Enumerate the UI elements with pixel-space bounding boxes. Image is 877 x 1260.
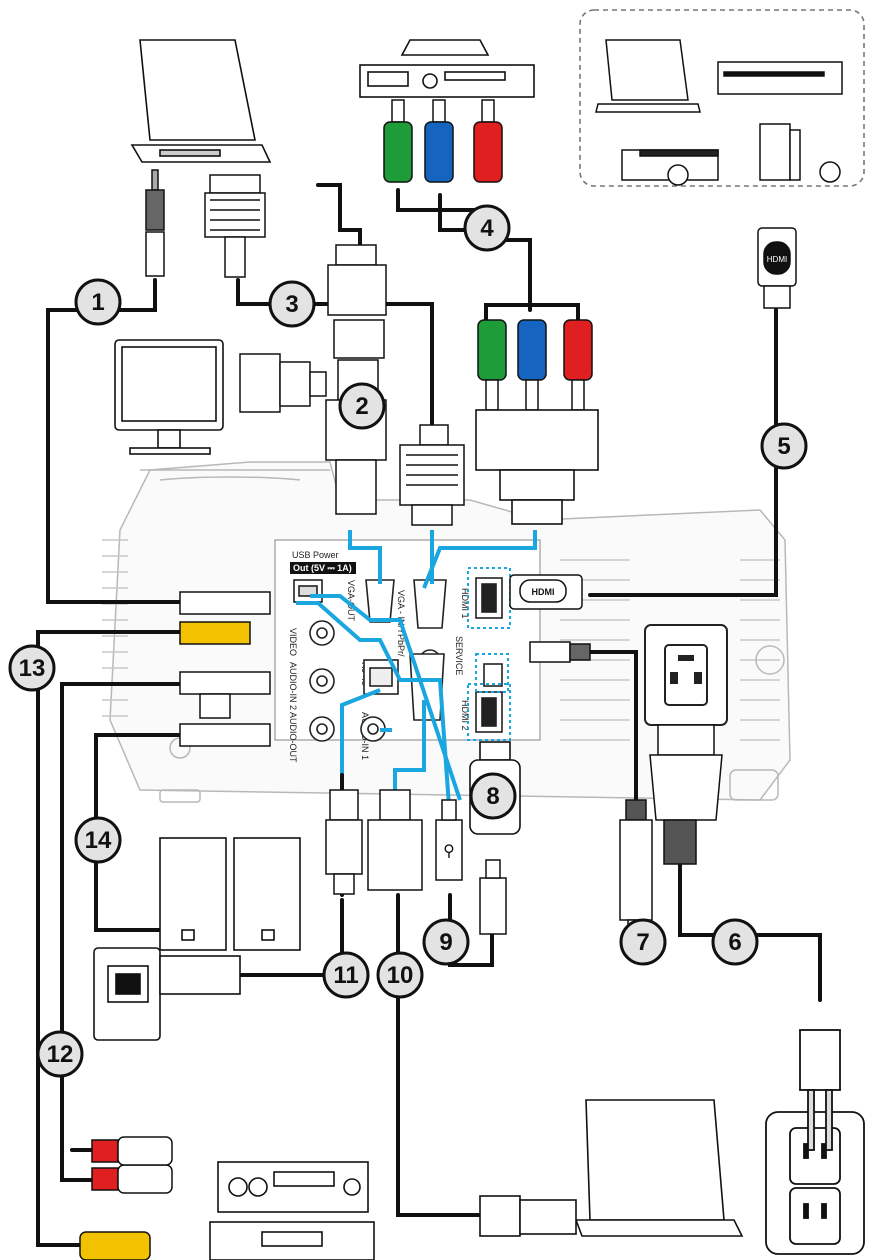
playstation-console <box>759 123 791 181</box>
plugs-at-projector-left <box>179 591 271 747</box>
callout-number: 12 <box>47 1041 74 1068</box>
mini-usb-plug <box>529 641 591 663</box>
rca-audio-12 <box>91 1136 173 1194</box>
callout-circle <box>74 816 122 864</box>
audio-plug-1 <box>145 169 165 277</box>
cable-5 <box>588 308 778 597</box>
laptop-bottom-right <box>479 1099 744 1237</box>
cable-2 <box>316 183 362 252</box>
usb-power-spec-label: Out (5V ⎓ 1A) <box>293 563 352 573</box>
callout-11: 11 <box>322 951 370 999</box>
audio-out-label: AUDIO-OUT <box>288 712 298 763</box>
panel-ports <box>293 577 503 742</box>
callout-10: 10 <box>376 951 424 999</box>
rca-plugs-bottom <box>477 319 593 411</box>
callout-6: 6 <box>711 918 759 966</box>
speakers <box>159 837 301 951</box>
callout-circle <box>463 204 511 252</box>
signal-highlights <box>296 530 537 821</box>
callout-3: 3 <box>268 280 316 328</box>
video-label: VIDEO <box>288 628 298 656</box>
callout-circle <box>268 280 316 328</box>
callout-13: 13 <box>8 644 56 692</box>
laptop-source <box>605 39 689 101</box>
callout-circle <box>8 644 56 692</box>
audio-in2-label: AUDIO-IN 2 <box>288 662 298 710</box>
callout-circle <box>469 772 517 820</box>
rj45-plug <box>325 789 363 895</box>
callout-1: 1 <box>74 278 122 326</box>
vga-plugs-projector <box>325 244 465 526</box>
callout-number: 5 <box>777 433 790 460</box>
component-to-vga-adapter <box>475 409 599 525</box>
callout-circle <box>322 951 370 999</box>
hdmi-logo-top: HDMI <box>767 255 787 264</box>
callout-number: 3 <box>285 291 298 318</box>
callout-4: 4 <box>463 204 511 252</box>
usb-power-label: USB Power <box>292 550 339 560</box>
av-equipment-bottom <box>209 1161 375 1260</box>
vga-out-port[interactable] <box>365 579 395 623</box>
cable-13 <box>36 630 182 1247</box>
callout-circle <box>711 918 759 966</box>
hdmi-sources-box <box>579 9 865 187</box>
wall-outlet <box>765 1029 865 1255</box>
hdmi2-label: HDMI 2 <box>460 700 470 731</box>
laptop-top-left <box>130 39 272 163</box>
cable-1 <box>46 278 182 604</box>
hdmi-plug-projector: HDMI <box>509 574 583 610</box>
rca-video-13-bottom <box>79 1231 151 1260</box>
callout-number: 9 <box>439 929 452 956</box>
cable-10 <box>396 893 482 1217</box>
callout-number: 7 <box>636 929 649 956</box>
callout-2: 2 <box>338 382 386 430</box>
vga-out-label: VGA-OUT <box>346 580 356 622</box>
callout-7: 7 <box>619 918 667 966</box>
callout-circle <box>760 422 808 470</box>
callout-5: 5 <box>760 422 808 470</box>
power-cord-plug <box>649 724 723 865</box>
service-label: SERVICE <box>454 636 464 675</box>
callout-circle <box>422 918 470 966</box>
network-wall-jack <box>93 947 241 1041</box>
callout-number: 2 <box>355 393 368 420</box>
callout-12: 12 <box>36 1030 84 1078</box>
rs232-plug <box>367 789 423 891</box>
callout-number: 8 <box>486 783 499 810</box>
callout-number: 11 <box>333 962 358 989</box>
vga-in-port[interactable] <box>413 579 447 629</box>
callout-9: 9 <box>422 918 470 966</box>
callout-circle <box>36 1030 84 1078</box>
callout-number: 4 <box>480 215 494 242</box>
hdmi-plug-5: HDMI <box>757 227 797 309</box>
callout-circle <box>376 951 424 999</box>
usb-plugs-9: ⚲ <box>435 799 507 935</box>
callout-8: 8 <box>469 772 517 820</box>
callout-number: 14 <box>85 827 112 854</box>
callout-14: 14 <box>74 816 122 864</box>
svg-text:⚲: ⚲ <box>443 841 455 860</box>
callout-circle <box>74 278 122 326</box>
callout-circle <box>338 382 386 430</box>
monitor-vga-plug <box>239 353 327 413</box>
callout-number: 10 <box>387 962 414 989</box>
callout-number: 1 <box>91 289 104 316</box>
cable-12 <box>60 682 184 1182</box>
mini-usb-service-port[interactable] <box>483 663 503 687</box>
callout-number: 6 <box>728 929 741 956</box>
hdmi1-label: HDMI 1 <box>460 588 470 619</box>
dvd-player-top <box>359 39 535 98</box>
cable-7 <box>588 650 638 802</box>
hdmi-logo-projector: HDMI <box>532 587 555 597</box>
rca-plugs-top <box>383 99 503 183</box>
dvd-source <box>717 61 843 95</box>
callout-number: 13 <box>19 655 46 682</box>
callout-circle <box>619 918 667 966</box>
monitor <box>114 339 224 455</box>
vga-connector-3 <box>204 174 266 278</box>
